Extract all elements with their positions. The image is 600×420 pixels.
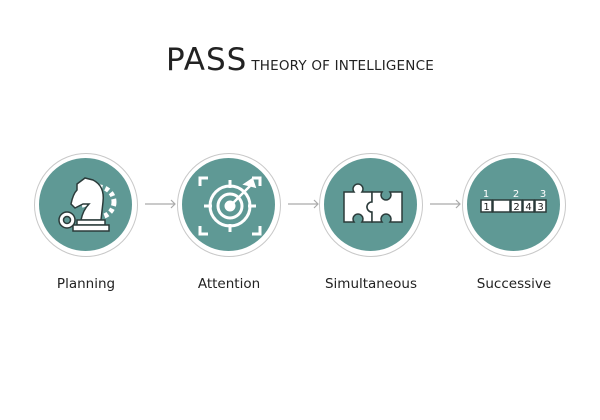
attention-node [177, 153, 281, 257]
arrow-icon [288, 199, 319, 209]
attention-label: Attention [197, 276, 261, 292]
box-number: 3 [537, 202, 543, 213]
sequence-boxes-icon: 1 2 3 1 2 4 3 [480, 189, 547, 213]
puzzle-icon [343, 183, 403, 223]
planning-label: Planning [56, 276, 116, 292]
arrow-icon [145, 199, 176, 209]
chess-knight-gear-icon [58, 177, 117, 232]
box-number: 2 [513, 202, 519, 213]
target-arrow-icon [198, 176, 262, 236]
successive-label: Successive [476, 276, 552, 292]
top-number: 1 [483, 189, 489, 200]
box-number: 1 [483, 202, 489, 213]
planning-node [34, 153, 138, 257]
top-number: 2 [513, 189, 519, 200]
title-subtitle: THEORY OF INTELLIGENCE [251, 58, 434, 74]
simultaneous-label: Simultaneous [324, 276, 418, 292]
successive-node: 1 2 3 1 2 4 3 [462, 153, 566, 257]
box-number: 4 [525, 202, 531, 213]
simultaneous-node [319, 153, 423, 257]
arrow-icon [430, 199, 461, 209]
title-main: PASS [166, 42, 248, 78]
top-number: 3 [540, 189, 546, 200]
